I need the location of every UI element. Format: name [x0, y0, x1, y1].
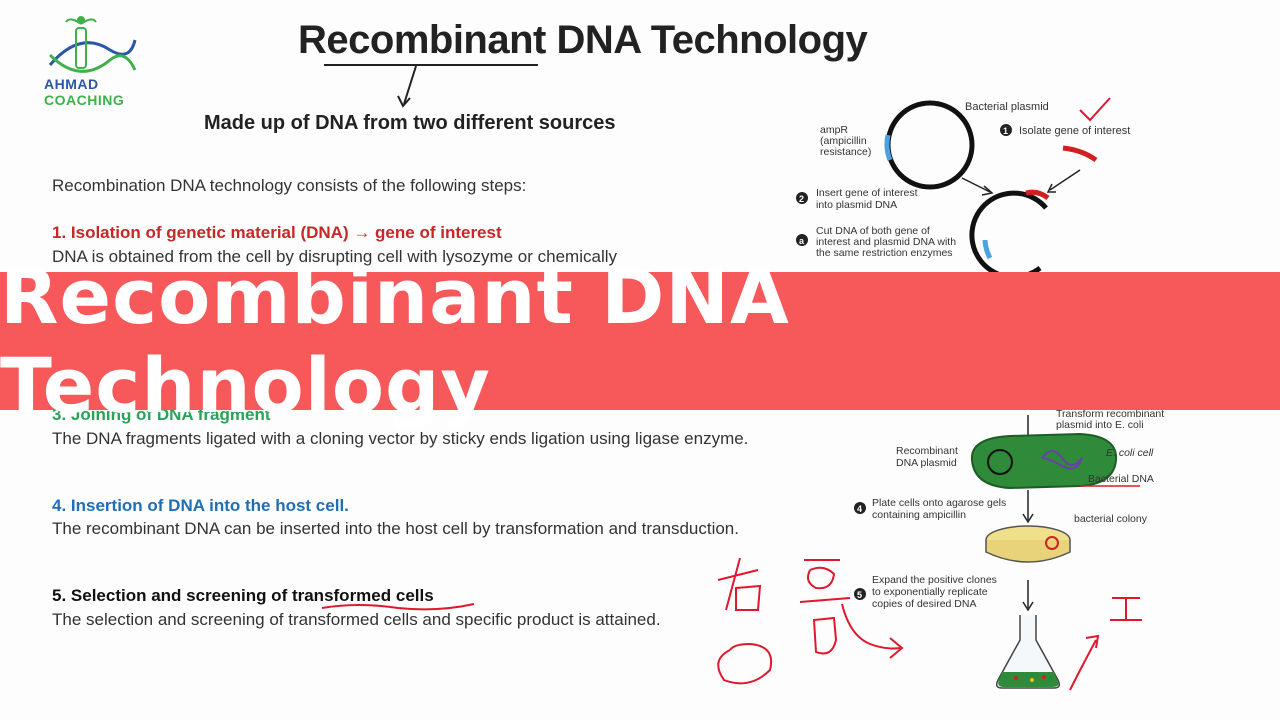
svg-text:2: 2	[799, 194, 804, 204]
svg-text:the same restriction enzymes: the same restriction enzymes	[816, 247, 953, 259]
gene-of-interest-fragment	[1062, 145, 1098, 163]
svg-text:copies of desired DNA: copies of desired DNA	[872, 598, 976, 610]
step-1-heading: 1. Isolation of genetic material (DNA) →…	[52, 223, 502, 242]
svg-text:Expand the positive clones: Expand the positive clones	[872, 574, 997, 586]
svg-text:Isolate gene of interest: Isolate gene of interest	[1019, 125, 1130, 137]
ecoli-cell	[970, 432, 1118, 490]
svg-text:a: a	[799, 236, 805, 246]
banner-title: Recombinant DNA Technology	[0, 252, 790, 430]
arrow-down-icon	[397, 65, 417, 108]
step-4-heading: 4. Insertion of DNA into the host cell.	[52, 496, 349, 515]
svg-text:into plasmid DNA: into plasmid DNA	[816, 199, 897, 211]
svg-text:containing ampicillin: containing ampicillin	[872, 509, 966, 521]
handwritten-annotations	[717, 557, 904, 685]
title-underline	[324, 64, 538, 66]
logo-line-2: COACHING	[44, 92, 125, 108]
flask	[995, 615, 1061, 689]
svg-text:ampR: ampR	[820, 124, 848, 136]
intro-text: Recombination DNA technology consists of…	[52, 176, 527, 195]
ahmad-coaching-logo	[48, 16, 137, 73]
svg-text:resistance): resistance)	[820, 146, 871, 158]
svg-text:Recombinant: Recombinant	[896, 445, 958, 457]
svg-text:plasmid into E. coli: plasmid into E. coli	[1056, 419, 1144, 431]
svg-text:Bacterial DNA: Bacterial DNA	[1088, 473, 1154, 485]
svg-text:1: 1	[1003, 126, 1008, 136]
step-4-body: The recombinant DNA can be inserted into…	[52, 519, 739, 538]
title-banner: Recombinant DNA Technology	[0, 252, 1280, 430]
svg-text:5: 5	[857, 590, 862, 600]
svg-text:to exponentially replicate: to exponentially replicate	[872, 586, 988, 598]
handwritten-check	[1079, 97, 1111, 122]
step-5-body: The selection and screening of transform…	[52, 610, 661, 629]
svg-text:DNA plasmid: DNA plasmid	[896, 457, 957, 469]
logo-line-1: AHMAD	[44, 76, 99, 92]
bacterial-plasmid-circle	[885, 100, 975, 190]
handwritten-underline	[321, 603, 475, 611]
label-bacterial-plasmid: Bacterial plasmid	[965, 101, 1049, 113]
svg-text:4: 4	[857, 504, 862, 514]
svg-text:Cut DNA of both gene of: Cut DNA of both gene of	[816, 225, 930, 237]
recombinant-dna-diagram: Bacterial plasmid ampR (ampicillin resis…	[796, 97, 1164, 691]
svg-text:Transform recombinant: Transform recombinant	[1056, 408, 1164, 420]
svg-text:Plate cells onto agarose gels: Plate cells onto agarose gels	[872, 497, 1006, 509]
svg-text:interest and plasmid DNA with: interest and plasmid DNA with	[816, 236, 956, 248]
svg-text:(ampicillin: (ampicillin	[820, 135, 867, 147]
subtitle: Made up of DNA from two different source…	[204, 112, 616, 134]
step-3-body: The DNA fragments ligated with a cloning…	[52, 429, 749, 448]
svg-text:bacterial colony: bacterial colony	[1074, 513, 1148, 525]
svg-text:Insert gene of interest: Insert gene of interest	[816, 187, 918, 199]
step-5-heading: 5. Selection and screening of transforme…	[52, 586, 434, 605]
svg-text:E. coli cell: E. coli cell	[1106, 447, 1154, 459]
step-1-body: DNA is obtained from the cell by disrupt…	[52, 247, 618, 266]
page-title: Recombinant DNA Technology	[298, 18, 868, 62]
